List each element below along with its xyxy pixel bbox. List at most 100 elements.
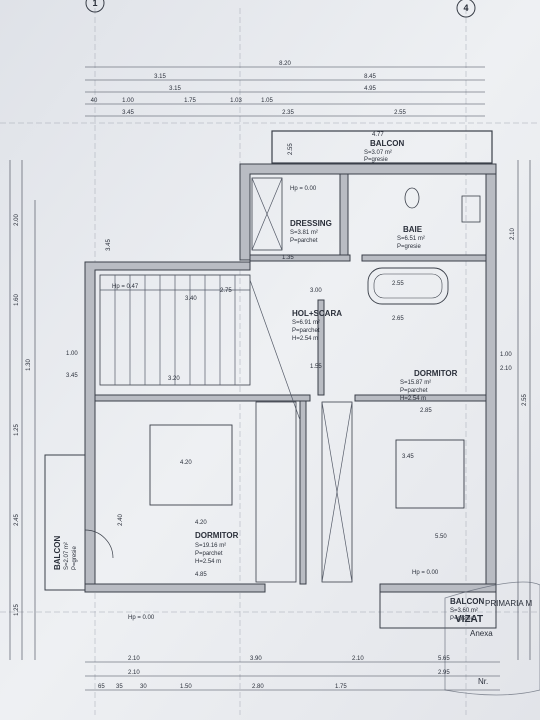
axis-bubble-1: 1 <box>85 0 105 13</box>
svg-text:S=6.51 m²: S=6.51 m² <box>397 236 425 242</box>
svg-text:Hp = 0.00: Hp = 0.00 <box>128 615 155 621</box>
room-label-dormitor-left: DORMITOR S=19.16 m² P=parchet H=2.54 m <box>195 531 239 565</box>
svg-text:HOL+SCARA: HOL+SCARA <box>292 309 342 318</box>
room-label-balcon-left: BALCON S=2.07 m² P=gresie <box>53 536 78 570</box>
svg-text:35: 35 <box>116 684 123 690</box>
svg-text:3.40: 3.40 <box>185 296 197 302</box>
svg-text:H=2.54 m: H=2.54 m <box>400 396 426 402</box>
svg-text:3.20: 3.20 <box>168 376 180 382</box>
svg-text:S=3.60 m²: S=3.60 m² <box>450 608 478 614</box>
svg-text:5.50: 5.50 <box>435 534 447 540</box>
svg-text:DORMITOR: DORMITOR <box>414 369 458 378</box>
svg-text:2.10: 2.10 <box>352 656 364 662</box>
sink <box>461 195 481 223</box>
svg-text:2.55: 2.55 <box>288 143 294 155</box>
svg-text:2.55: 2.55 <box>392 281 404 287</box>
svg-text:4.20: 4.20 <box>195 520 207 526</box>
bottom-right-balcony <box>379 591 497 629</box>
svg-text:H=2.54 m: H=2.54 m <box>292 336 318 342</box>
svg-text:PRIMARIA M: PRIMARIA M <box>485 599 532 608</box>
svg-text:2.85: 2.85 <box>420 408 432 414</box>
svg-text:5.65: 5.65 <box>438 656 450 662</box>
svg-text:3.00: 3.00 <box>310 288 322 294</box>
svg-text:1.30: 1.30 <box>26 359 32 371</box>
svg-text:1.25: 1.25 <box>14 424 20 436</box>
svg-text:4: 4 <box>463 3 468 13</box>
wardrobe-central <box>321 401 353 583</box>
svg-text:4.95: 4.95 <box>364 86 376 92</box>
svg-text:2.10: 2.10 <box>500 366 512 372</box>
svg-text:2.45: 2.45 <box>14 514 20 526</box>
svg-text:1.00: 1.00 <box>122 98 134 104</box>
svg-text:30: 30 <box>140 684 147 690</box>
room-label-balcon-bottom: BALCON S=3.60 m² P=gresie <box>450 597 484 622</box>
svg-text:BALCON: BALCON <box>450 597 484 606</box>
axis-bubble-4: 4 <box>456 0 476 18</box>
svg-text:8.45: 8.45 <box>364 74 376 80</box>
svg-text:S=19.16 m²: S=19.16 m² <box>195 543 226 549</box>
svg-text:1.75: 1.75 <box>184 98 196 104</box>
room-label-baie: BAIE S=6.51 m² P=gresie <box>397 225 425 250</box>
svg-text:1.25: 1.25 <box>14 604 20 616</box>
right-dimension-chains: 2.55 2.10 <box>510 160 531 660</box>
svg-text:3.45: 3.45 <box>402 454 414 460</box>
svg-text:3.15: 3.15 <box>154 74 166 80</box>
svg-text:2.35: 2.35 <box>282 110 294 116</box>
svg-text:4.85: 4.85 <box>195 572 207 578</box>
svg-text:S=3.07 m²: S=3.07 m² <box>364 150 392 156</box>
svg-text:1.35: 1.35 <box>282 255 294 261</box>
svg-text:2.10: 2.10 <box>128 656 140 662</box>
svg-text:Hp = 0.00: Hp = 0.00 <box>412 570 439 576</box>
svg-text:1: 1 <box>92 0 97 8</box>
bathtub <box>367 267 449 305</box>
svg-text:DORMITOR: DORMITOR <box>195 531 239 540</box>
svg-text:1.75: 1.75 <box>335 684 347 690</box>
svg-text:2.10: 2.10 <box>128 670 140 676</box>
interior-dimensions: 4.77 2.55 3.40 2.75 1.35 3.00 2.55 1.55 … <box>66 132 512 578</box>
staircase <box>99 274 301 421</box>
svg-text:P=gresie: P=gresie <box>72 545 78 570</box>
svg-text:4.77: 4.77 <box>372 132 384 138</box>
svg-text:40: 40 <box>91 98 98 104</box>
svg-text:2.40: 2.40 <box>118 514 124 526</box>
svg-text:2.55: 2.55 <box>394 110 406 116</box>
svg-text:2.65: 2.65 <box>392 316 404 322</box>
svg-text:BALCON: BALCON <box>370 139 404 148</box>
svg-text:3.15: 3.15 <box>169 86 181 92</box>
left-balcony <box>44 454 114 591</box>
svg-text:S=6.91 m²: S=6.91 m² <box>292 320 320 326</box>
svg-text:3.90: 3.90 <box>250 656 262 662</box>
svg-text:P=parchet: P=parchet <box>290 238 318 244</box>
svg-text:2.75: 2.75 <box>220 288 232 294</box>
svg-text:2.95: 2.95 <box>438 670 450 676</box>
svg-text:P=gresie: P=gresie <box>397 244 422 250</box>
svg-text:2.80: 2.80 <box>252 684 264 690</box>
svg-text:1.60: 1.60 <box>14 294 20 306</box>
svg-text:Hp = 0.00: Hp = 0.00 <box>290 186 317 192</box>
svg-text:S=15.87 m²: S=15.87 m² <box>400 380 431 386</box>
svg-text:S=2.07 m²: S=2.07 m² <box>64 542 70 570</box>
svg-text:1.00: 1.00 <box>66 351 78 357</box>
level-marks: Hp = 0.00 Hp = 0.47 Hp = 0.00 Hp = 0.00 <box>112 186 439 621</box>
svg-text:P=parchet: P=parchet <box>292 328 320 334</box>
left-dimension-chains: 2.00 3.45 1.60 1.25 1.30 2.45 2.40 1.25 <box>9 160 124 660</box>
svg-text:2.00: 2.00 <box>14 214 20 226</box>
svg-text:VIZAT: VIZAT <box>455 614 483 625</box>
svg-text:2.55: 2.55 <box>522 394 528 406</box>
room-label-balcon-top: BALCON S=3.07 m² P=gresie <box>364 139 404 163</box>
bed-dormitor-right <box>395 439 465 509</box>
svg-text:S=3.81 m²: S=3.81 m² <box>290 230 318 236</box>
svg-text:Anexa: Anexa <box>470 629 493 638</box>
building-walls <box>84 130 497 593</box>
svg-text:P=gresie: P=gresie <box>364 157 389 163</box>
room-label-dressing: DRESSING S=3.81 m² P=parchet <box>290 219 332 244</box>
room-label-dormitor-right: DORMITOR S=15.87 m² P=parchet H=2.54 m <box>400 369 458 402</box>
dressing-shelving <box>251 177 283 251</box>
svg-text:1.03: 1.03 <box>230 98 242 104</box>
room-label-hol-scara: HOL+SCARA S=6.91 m² P=parchet H=2.54 m <box>292 309 342 342</box>
svg-text:65: 65 <box>98 684 105 690</box>
wardrobe-left <box>255 401 297 583</box>
svg-text:BALCON: BALCON <box>53 536 62 570</box>
svg-text:2.10: 2.10 <box>510 228 516 240</box>
